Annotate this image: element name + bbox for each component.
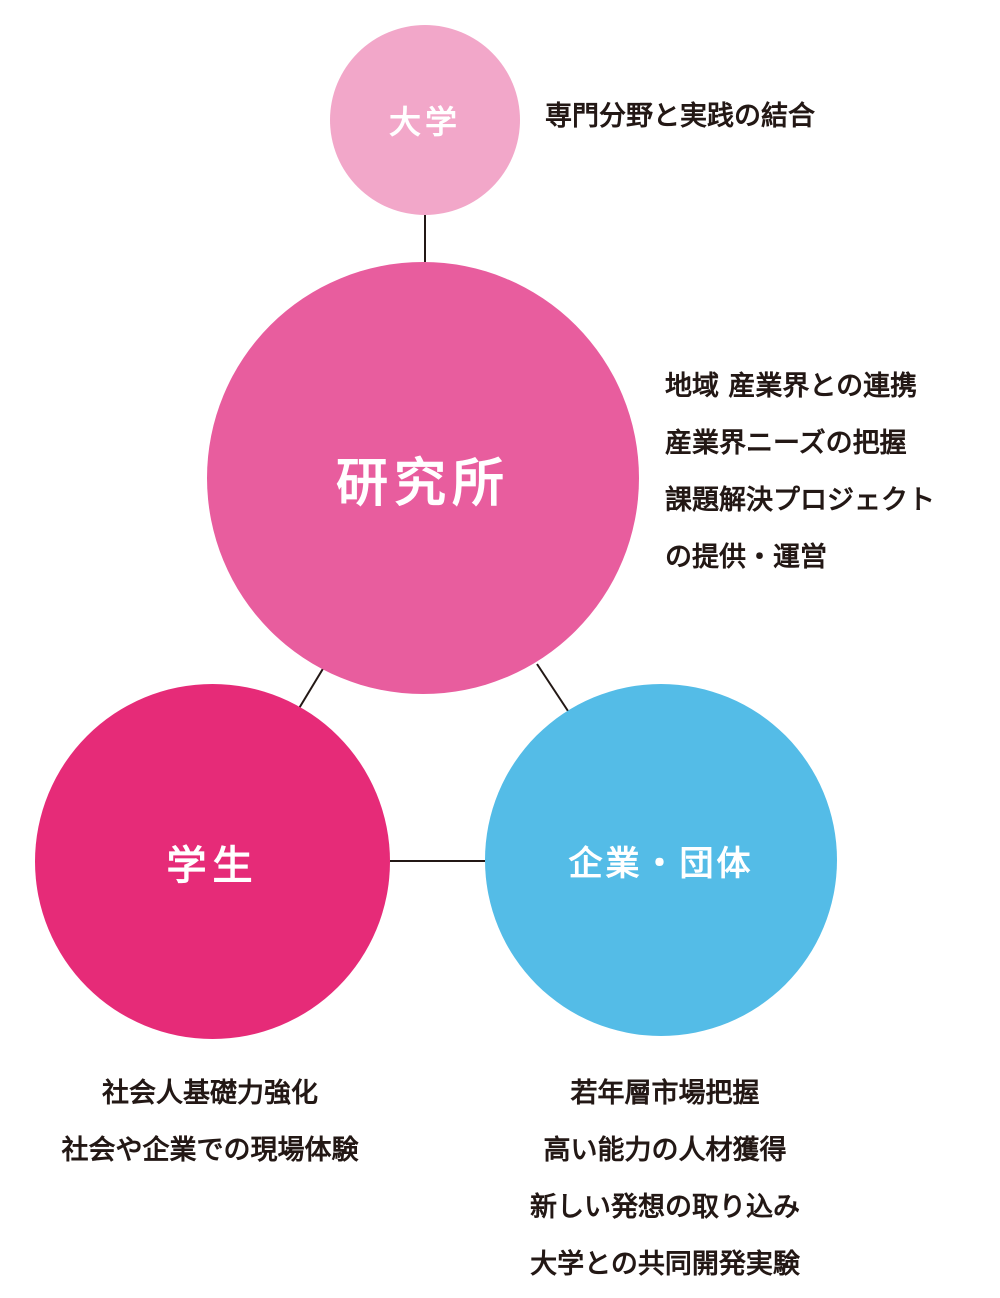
node-students-label: 学生: [166, 842, 259, 889]
description-line: 社会人基礎力強化: [102, 1078, 318, 1109]
description-line: の提供・運営: [665, 542, 827, 573]
description-companies: 若年層市場把握 高い能力の人材獲得 新しい発想の取り込み 大学との共同開発実験: [480, 1065, 850, 1293]
description-line: 大学との共同開発実験: [530, 1249, 800, 1280]
description-line: 新しい発想の取り込み: [530, 1192, 800, 1223]
description-line: 高い能力の人材獲得: [543, 1135, 787, 1166]
description-institute: 地域 産業界との連携 産業界ニーズの把握 課題解決プロジェクト の提供・運営: [665, 358, 935, 586]
description-line: 専門分野と実践の結合: [545, 101, 815, 132]
node-companies-label: 企業・団体: [568, 843, 754, 884]
connector-institute-students: [297, 666, 325, 711]
description-students: 社会人基礎力強化 社会や企業での現場体験: [0, 1065, 420, 1179]
connector-institute-companies: [536, 663, 569, 712]
description-line: 若年層市場把握: [570, 1078, 760, 1109]
node-companies: 企業・団体: [485, 684, 837, 1036]
description-university: 専門分野と実践の結合: [545, 88, 815, 145]
description-line: 地域 産業界との連携: [665, 371, 918, 402]
description-line: 課題解決プロジェクト: [665, 485, 935, 516]
node-institute-label: 研究所: [335, 453, 510, 514]
node-students: 学生: [35, 684, 390, 1039]
description-line: 産業界ニーズの把握: [665, 428, 907, 459]
node-university-label: 大学: [388, 103, 461, 141]
description-line: 社会や企業での現場体験: [61, 1135, 359, 1166]
node-institute: 研究所: [207, 262, 639, 694]
node-university: 大学: [330, 25, 520, 215]
